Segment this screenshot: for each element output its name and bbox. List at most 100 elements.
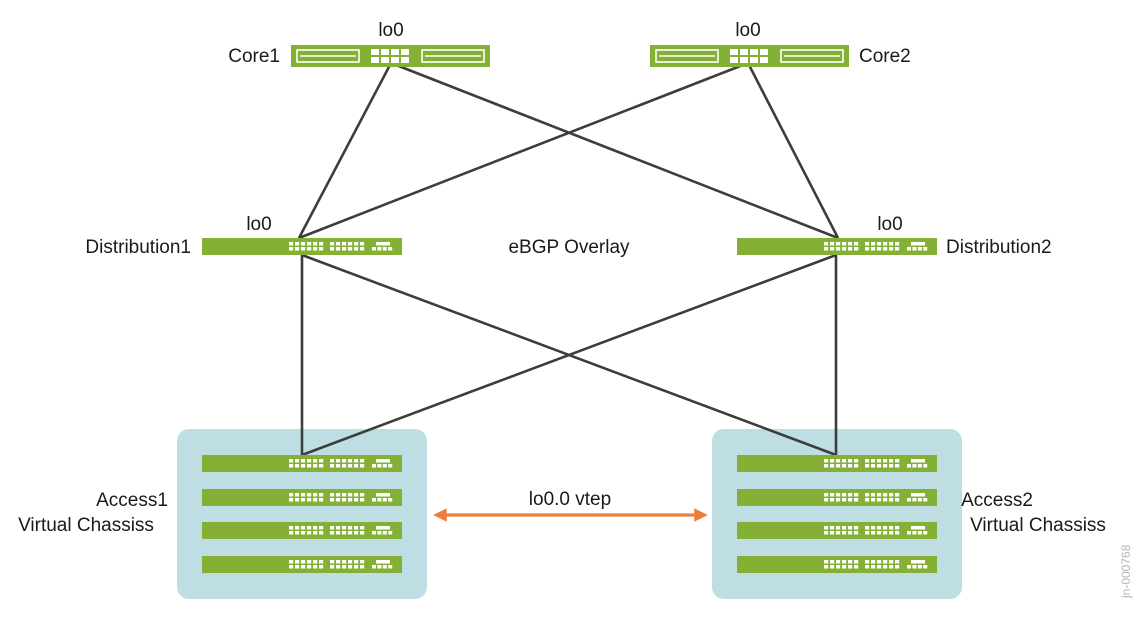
port [336, 464, 341, 468]
port [883, 493, 888, 497]
core1-switch [291, 45, 490, 67]
port [336, 526, 341, 530]
port [342, 526, 347, 530]
uplink-port [376, 242, 390, 246]
port [889, 560, 894, 564]
port [889, 565, 894, 569]
uplink-port [911, 493, 925, 497]
port [371, 57, 379, 63]
uplink-port [911, 459, 925, 463]
port [907, 247, 911, 251]
port [842, 493, 847, 497]
vc-member-switch [737, 556, 937, 573]
port [307, 464, 312, 468]
port [889, 247, 894, 251]
port [307, 560, 312, 564]
port [760, 49, 768, 55]
port [319, 565, 324, 569]
port [848, 565, 853, 569]
port [824, 565, 829, 569]
port [854, 464, 859, 468]
port [842, 464, 847, 468]
port [836, 464, 841, 468]
uplink-port [911, 242, 925, 246]
port [342, 560, 347, 564]
port [824, 498, 829, 502]
port [354, 459, 359, 463]
port [360, 464, 365, 468]
port [330, 493, 335, 497]
port [871, 464, 876, 468]
port [883, 464, 888, 468]
port [836, 560, 841, 564]
port [336, 565, 341, 569]
port [382, 247, 387, 251]
port [313, 464, 318, 468]
port [824, 493, 829, 497]
port [907, 464, 911, 468]
port [917, 531, 922, 535]
port [830, 242, 835, 246]
vc-member-switch [202, 455, 402, 472]
port [883, 242, 888, 246]
switch-chassis [737, 489, 937, 506]
port [842, 459, 847, 463]
port [865, 560, 870, 564]
port [865, 565, 870, 569]
port [301, 493, 306, 497]
port [360, 526, 365, 530]
switch-chassis [737, 238, 937, 255]
port [319, 459, 324, 463]
port [889, 498, 894, 502]
port [923, 498, 928, 502]
port [889, 464, 894, 468]
port [883, 526, 888, 530]
distribution2-label: Distribution2 [946, 237, 1052, 258]
link-core1-dist1 [297, 62, 393, 239]
port [354, 247, 359, 251]
port [750, 49, 758, 55]
link-dist2-access1 [301, 253, 837, 457]
ebgp-overlay-label: eBGP Overlay [508, 237, 630, 258]
port [889, 242, 894, 246]
port [865, 247, 870, 251]
watermark: jn-000768 [1119, 544, 1133, 599]
switch-chassis [202, 238, 402, 255]
port [330, 531, 335, 535]
port [295, 464, 300, 468]
port [871, 560, 876, 564]
port [854, 242, 859, 246]
port [923, 464, 928, 468]
port [836, 459, 841, 463]
port [912, 247, 917, 251]
port [883, 560, 888, 564]
port [912, 531, 917, 535]
port [377, 565, 382, 569]
port [382, 565, 387, 569]
port [342, 493, 347, 497]
port [871, 526, 876, 530]
port [307, 493, 312, 497]
port [313, 247, 318, 251]
port [319, 493, 324, 497]
port [354, 493, 359, 497]
port [307, 531, 312, 535]
port [877, 242, 882, 246]
port [865, 498, 870, 502]
switch-chassis [737, 455, 937, 472]
port [824, 459, 829, 463]
port [871, 565, 876, 569]
port [348, 560, 353, 564]
port [372, 498, 376, 502]
port [889, 459, 894, 463]
port [313, 242, 318, 246]
port [382, 464, 387, 468]
port [348, 531, 353, 535]
port [319, 247, 324, 251]
port [336, 247, 341, 251]
port [336, 531, 341, 535]
port [307, 526, 312, 530]
port [895, 242, 900, 246]
uplink-port [376, 493, 390, 497]
port [330, 242, 335, 246]
